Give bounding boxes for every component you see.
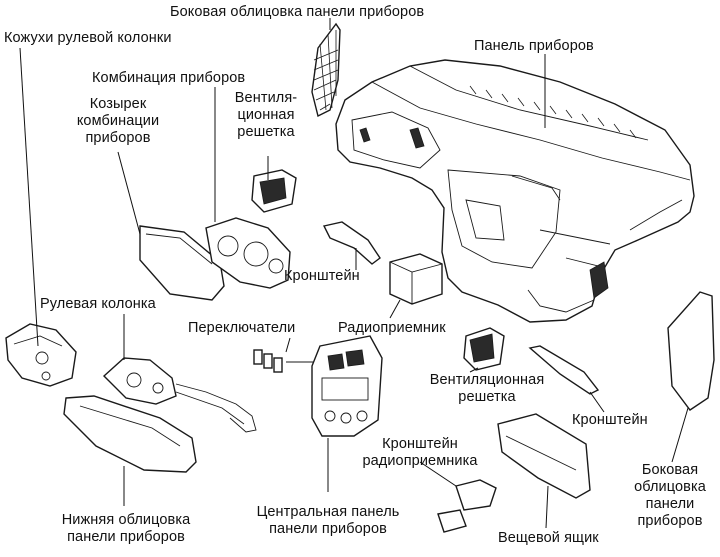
label-instrument-panel: Панель приборов: [474, 38, 594, 54]
radio-bracket-part: [437, 479, 497, 533]
instrument-cluster-part: [205, 217, 291, 289]
glove-box-part: [497, 413, 591, 499]
bracket-right-part: [528, 345, 600, 395]
label-instrument-cluster: Комбинация приборов: [92, 70, 246, 86]
side-trim-top-part: [311, 22, 341, 118]
side-trim-right-part: [667, 291, 715, 411]
label-steering-shrouds: Кожухи рулевой колонки: [4, 30, 172, 46]
label-radio-bracket: Кронштейн радиоприемника: [362, 436, 478, 469]
label-radio: Радиоприемник: [338, 320, 446, 336]
label-steering-column: Рулевая колонка: [40, 296, 156, 312]
label-vent-grille-right: Вентиляционная решетка: [429, 372, 545, 405]
label-bracket-right: Кронштейн: [572, 412, 648, 428]
steering-column-part: [102, 357, 257, 433]
radio-part: [389, 253, 443, 305]
bracket-mid-part: [322, 221, 381, 265]
label-side-trim-top: Боковая облицовка панели приборов: [170, 4, 425, 20]
vent-grille-top-part: [251, 169, 297, 213]
label-center-panel: Центральная панель панели приборов: [256, 504, 400, 537]
label-bracket-mid: Кронштейн: [284, 268, 360, 284]
switches-part: [253, 349, 320, 373]
label-vent-grille-top: Вентиля- ционная решетка: [234, 90, 298, 140]
label-switches: Переключатели: [188, 320, 296, 336]
label-glove-box: Вещевой ящик: [498, 530, 599, 546]
instrument-panel-part: [335, 59, 695, 323]
label-lower-trim: Нижняя облицовка панели приборов: [61, 512, 191, 545]
label-cluster-visor: Козырек комбинации приборов: [76, 96, 160, 146]
lower-trim-part: [63, 395, 197, 473]
steering-shrouds-part: [5, 323, 77, 387]
vent-grille-right-part: [463, 327, 505, 371]
center-panel-part: [311, 335, 383, 437]
label-side-trim-right: Боковая облицовка панели приборов: [634, 462, 706, 529]
cluster-visor-part: [139, 225, 225, 301]
leader-lines: [19, 18, 689, 529]
